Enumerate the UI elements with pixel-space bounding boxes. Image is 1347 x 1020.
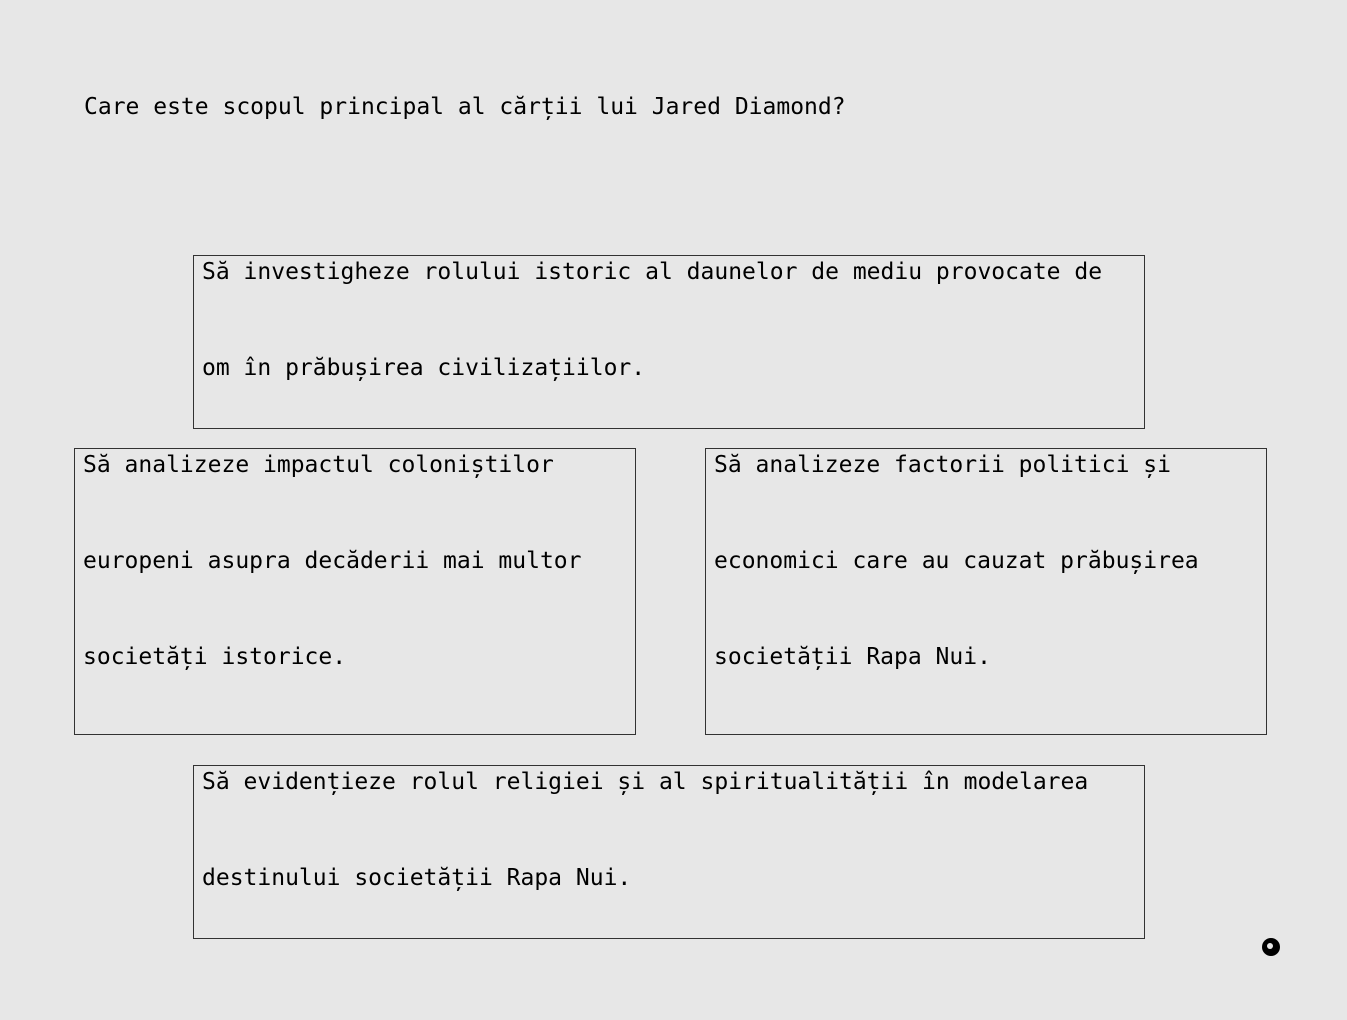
answer-option-3-line-3: societății Rapa Nui. xyxy=(714,644,991,670)
ring-cursor-icon xyxy=(1262,938,1280,956)
answer-option-4-line-1: Să evidențieze rolul religiei și al spir… xyxy=(202,769,1089,795)
answer-option-1-line-1: Să investigheze rolului istoric al daune… xyxy=(202,259,1103,285)
answer-option-1[interactable]: Să investigheze rolului istoric al daune… xyxy=(193,255,1145,429)
answer-option-3[interactable]: Să analizeze factorii politici și econom… xyxy=(705,448,1267,735)
answer-option-2-line-2: europeni asupra decăderii mai multor xyxy=(83,548,582,574)
answer-option-2-line-3: societăți istorice. xyxy=(83,644,347,670)
answer-option-3-line-1: Să analizeze factorii politici și xyxy=(714,452,1171,478)
answer-option-3-line-2: economici care au cauzat prăbușirea xyxy=(714,548,1199,574)
answer-option-1-line-2: om în prăbușirea civilizațiilor. xyxy=(202,355,646,381)
question-text: Care este scopul principal al cărții lui… xyxy=(84,94,846,120)
answer-option-4-line-2: destinului societății Rapa Nui. xyxy=(202,865,632,891)
answer-option-4[interactable]: Să evidențieze rolul religiei și al spir… xyxy=(193,765,1145,939)
answer-option-2-line-1: Să analizeze impactul coloniștilor xyxy=(83,452,554,478)
answer-option-2[interactable]: Să analizeze impactul coloniștilor europ… xyxy=(74,448,636,735)
